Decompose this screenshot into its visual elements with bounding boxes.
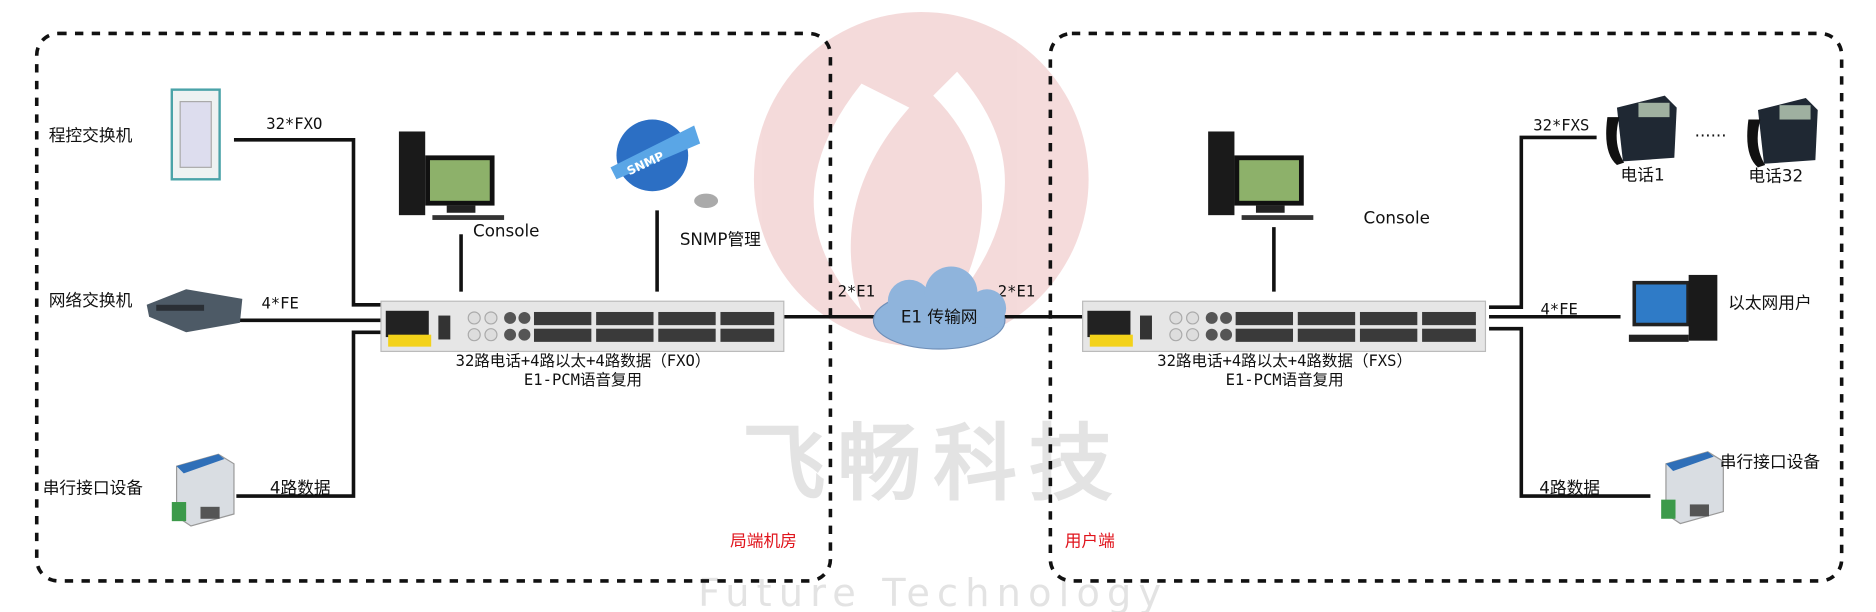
fxo-wire (233, 138, 381, 307)
ethernet-user-label: 以太网用户 (1728, 292, 1812, 312)
switch-label: 网络交换机 (49, 290, 133, 310)
central-office-zone (34, 31, 833, 583)
fxs-device-label-line1: 32路电话+4路以太+4路数据（FXS） (1157, 352, 1412, 370)
serial-wire-right (1489, 326, 1651, 498)
console-label-right: Console (1364, 208, 1430, 228)
snmp-globe-icon: SNMP (610, 119, 719, 208)
serial-device-icon-right (1660, 451, 1724, 525)
fxo-link-label: 32*FXO (266, 115, 322, 133)
pbx-cabinet-icon (170, 88, 221, 181)
serial-link-label-left: 4路数据 (270, 478, 331, 498)
e1-link-label-left: 2*E1 (838, 282, 875, 300)
ethernet-user-pc-icon (1628, 274, 1718, 342)
central-office-label: 局端机房 (730, 530, 797, 550)
serial-label-left: 串行接口设备 (43, 478, 144, 498)
console-label-left: Console (473, 221, 539, 241)
watermark-logo (753, 11, 1089, 347)
phones-ellipsis: ...... (1695, 120, 1727, 140)
pcm-mux-fxs-device (1082, 300, 1487, 353)
fxs-wire (1489, 135, 1597, 309)
fe-link-label-left: 4*FE (261, 294, 298, 312)
user-side-zone (1048, 31, 1844, 583)
phone-icon-32 (1747, 98, 1818, 168)
cloud-label: E1 传输网 (901, 307, 978, 327)
network-switch-icon (146, 289, 243, 333)
serial-label-right: 串行接口设备 (1720, 451, 1821, 471)
serial-wire-left (236, 330, 381, 498)
fe-link-label-right: 4*FE (1540, 300, 1577, 318)
snmp-label: SNMP管理 (680, 229, 761, 249)
console-pc-icon-left (398, 131, 505, 220)
phone1-label: 电话1 (1621, 164, 1665, 184)
phone-icon-1 (1606, 95, 1677, 165)
pcm-mux-fxo-device (380, 300, 785, 353)
serial-link-label-right: 4路数据 (1539, 478, 1600, 498)
cloud-icon (872, 266, 1007, 350)
fxs-link-label: 32*FXS (1533, 116, 1589, 134)
console-pc-icon-right (1208, 131, 1314, 220)
pbx-label: 程控交换机 (49, 125, 133, 145)
watermark-brand-en: Future Technology (698, 571, 1168, 612)
phone32-label: 电话32 (1748, 166, 1803, 186)
fxo-device-label-line2: E1-PCM语音复用 (524, 371, 642, 389)
fxo-device-label-line1: 32路电话+4路以太+4路数据（FXO） (456, 352, 711, 370)
serial-device-icon-left (171, 453, 235, 527)
e1-link-label-right: 2*E1 (998, 282, 1035, 300)
fxs-device-label-line2: E1-PCM语音复用 (1226, 371, 1344, 389)
watermark-brand-cn: 飞畅科技 (742, 414, 1124, 512)
user-side-label: 用户端 (1065, 530, 1115, 550)
